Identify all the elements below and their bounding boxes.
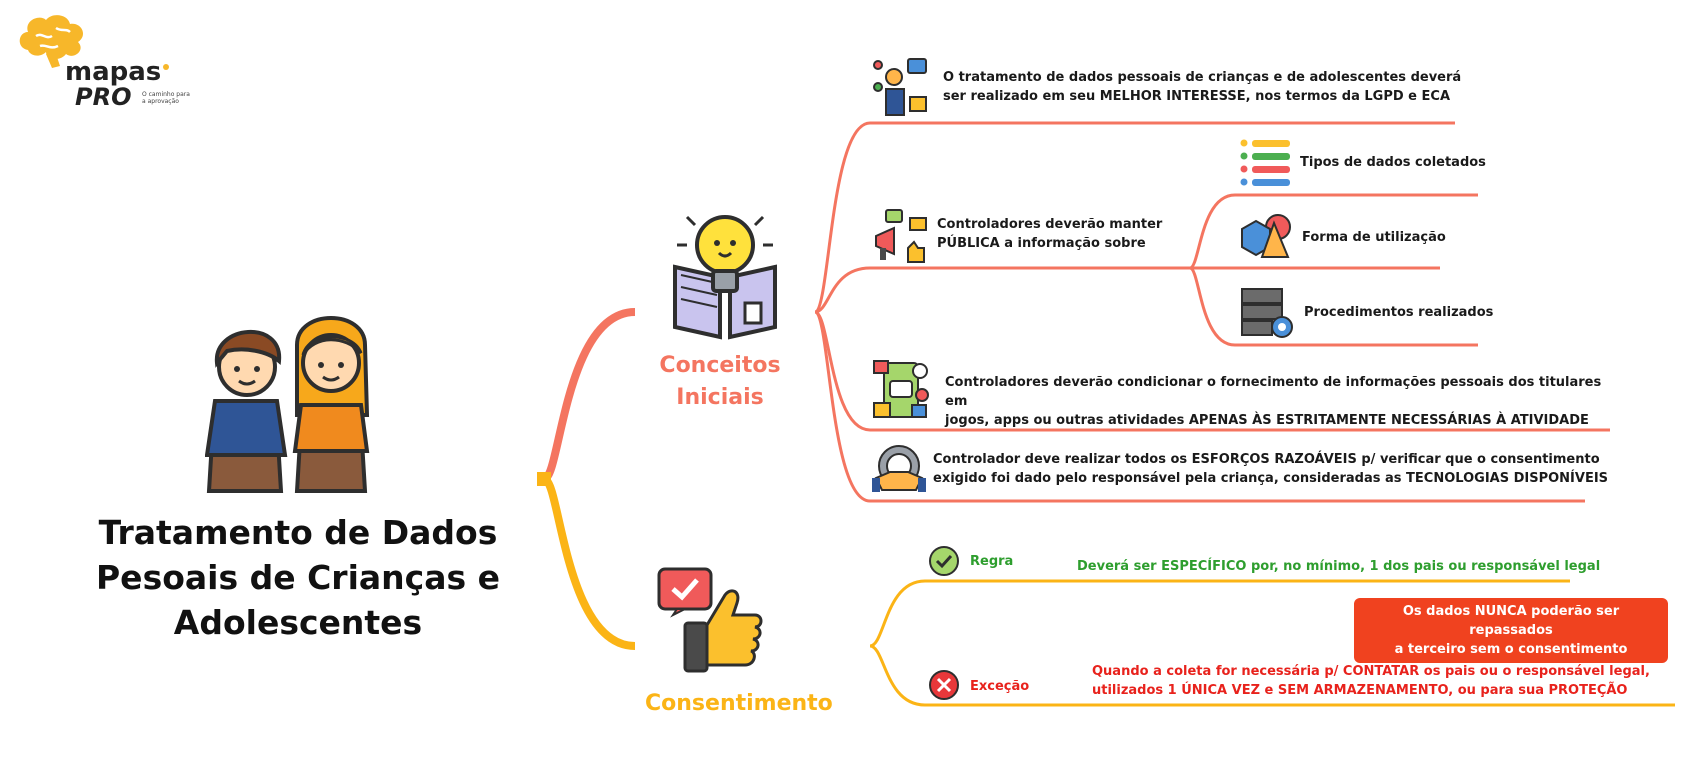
subitem-forma: Forma de utilização: [1302, 230, 1446, 245]
branch-conceitos-label: Conceitos Iniciais: [640, 350, 800, 414]
subitem-tipos: Tipos de dados coletados: [1300, 155, 1486, 170]
main-title: Tratamento de Dados Pesoais de Crianças …: [68, 510, 528, 645]
connector-consent-excecao: [869, 644, 1675, 707]
logo-dot: [163, 64, 169, 70]
handshake-gear-icon: [872, 442, 926, 496]
branch-conceitos-label-1: Conceitos: [659, 353, 781, 378]
connector-conceitos-2: [814, 266, 1440, 314]
item-esforcos: Controlador deve realizar todos os ESFOR…: [933, 450, 1613, 488]
excecao-text: Quando a coleta for necessária p/ CONTAT…: [1092, 662, 1652, 700]
connector-conceitos-4: [813, 310, 1585, 503]
check-circle-icon: [928, 545, 960, 577]
logo-tagline-1: O caminho para: [142, 91, 190, 98]
shapes-icon: [1240, 213, 1294, 261]
connector-sub-proc: [1189, 266, 1478, 347]
thumbs-up-icon: [655, 565, 765, 675]
item-melhor-interesse-1: O tratamento de dados pessoais de crianç…: [943, 70, 1462, 85]
branch-conceitos-label-2: Iniciais: [676, 385, 764, 410]
item-melhor-interesse: O tratamento de dados pessoais de crianç…: [943, 68, 1463, 106]
connector-trunk-top: [542, 308, 636, 482]
main-title-line2: Pesoais de Crianças e: [96, 558, 500, 597]
item-publica-1: Controladores deverão manter: [937, 217, 1163, 232]
lightbulb-book-icon: [665, 205, 785, 340]
connector-trunk-bottom: [542, 476, 636, 650]
brain-icon: [16, 10, 98, 68]
megaphone-icon: [872, 208, 928, 264]
item-esforcos-1: Controlador deve realizar todos os ESFOR…: [933, 452, 1600, 467]
item-publica-2: PÚBLICA a informação sobre: [937, 236, 1146, 251]
callout-nunca-2: a terceiro sem o consentimento: [1394, 642, 1628, 657]
main-title-line3: Adolescentes: [173, 603, 423, 642]
list-icon: [1240, 138, 1292, 190]
item-condicionar: Controladores deverão condicionar o forn…: [945, 373, 1625, 430]
item-melhor-interesse-2: ser realizado em seu MELHOR INTERESSE, n…: [943, 89, 1450, 104]
logo-tagline: O caminho para a aprovação: [142, 91, 190, 105]
logo-word-mapas: mapas: [65, 57, 162, 87]
regra-text: Deverá ser ESPECÍFICO por, no mínimo, 1 …: [1077, 559, 1601, 574]
item-esforcos-2: exigido foi dado pelo responsável pela c…: [933, 471, 1609, 486]
item-condicionar-1: Controladores deverão condicionar o forn…: [945, 375, 1602, 409]
server-gear-icon: [1240, 287, 1294, 339]
branch-consentimento-label: Consentimento: [645, 691, 833, 716]
connector-consent-regra: [869, 579, 1570, 648]
regra-label: Regra: [970, 554, 1014, 569]
connector-sub-tipos: [1189, 193, 1478, 270]
concept-icon: [872, 57, 928, 117]
apps-icon: [872, 359, 930, 423]
subitem-procedimentos: Procedimentos realizados: [1304, 305, 1494, 320]
callout-nunca-1: Os dados NUNCA poderão ser repassados: [1402, 604, 1620, 638]
excecao-text-2: utilizados 1 ÚNICA VEZ e SEM ARMAZENAMEN…: [1092, 683, 1628, 698]
x-circle-icon: [928, 669, 960, 701]
item-publica: Controladores deverão manter PÚBLICA a i…: [937, 215, 1187, 253]
children-icon: [204, 305, 395, 495]
item-condicionar-2: jogos, apps ou outras atividades APENAS …: [945, 413, 1589, 428]
excecao-text-1: Quando a coleta for necessária p/ CONTAT…: [1092, 664, 1650, 679]
connector-conceitos-1: [813, 121, 1455, 314]
logo-tagline-2: a aprovação: [142, 98, 179, 105]
main-title-line1: Tratamento de Dados: [98, 513, 498, 552]
excecao-label: Exceção: [970, 679, 1030, 694]
callout-nunca: Os dados NUNCA poderão ser repassados a …: [1354, 598, 1668, 663]
logo-word-pro: PRO: [75, 83, 132, 111]
